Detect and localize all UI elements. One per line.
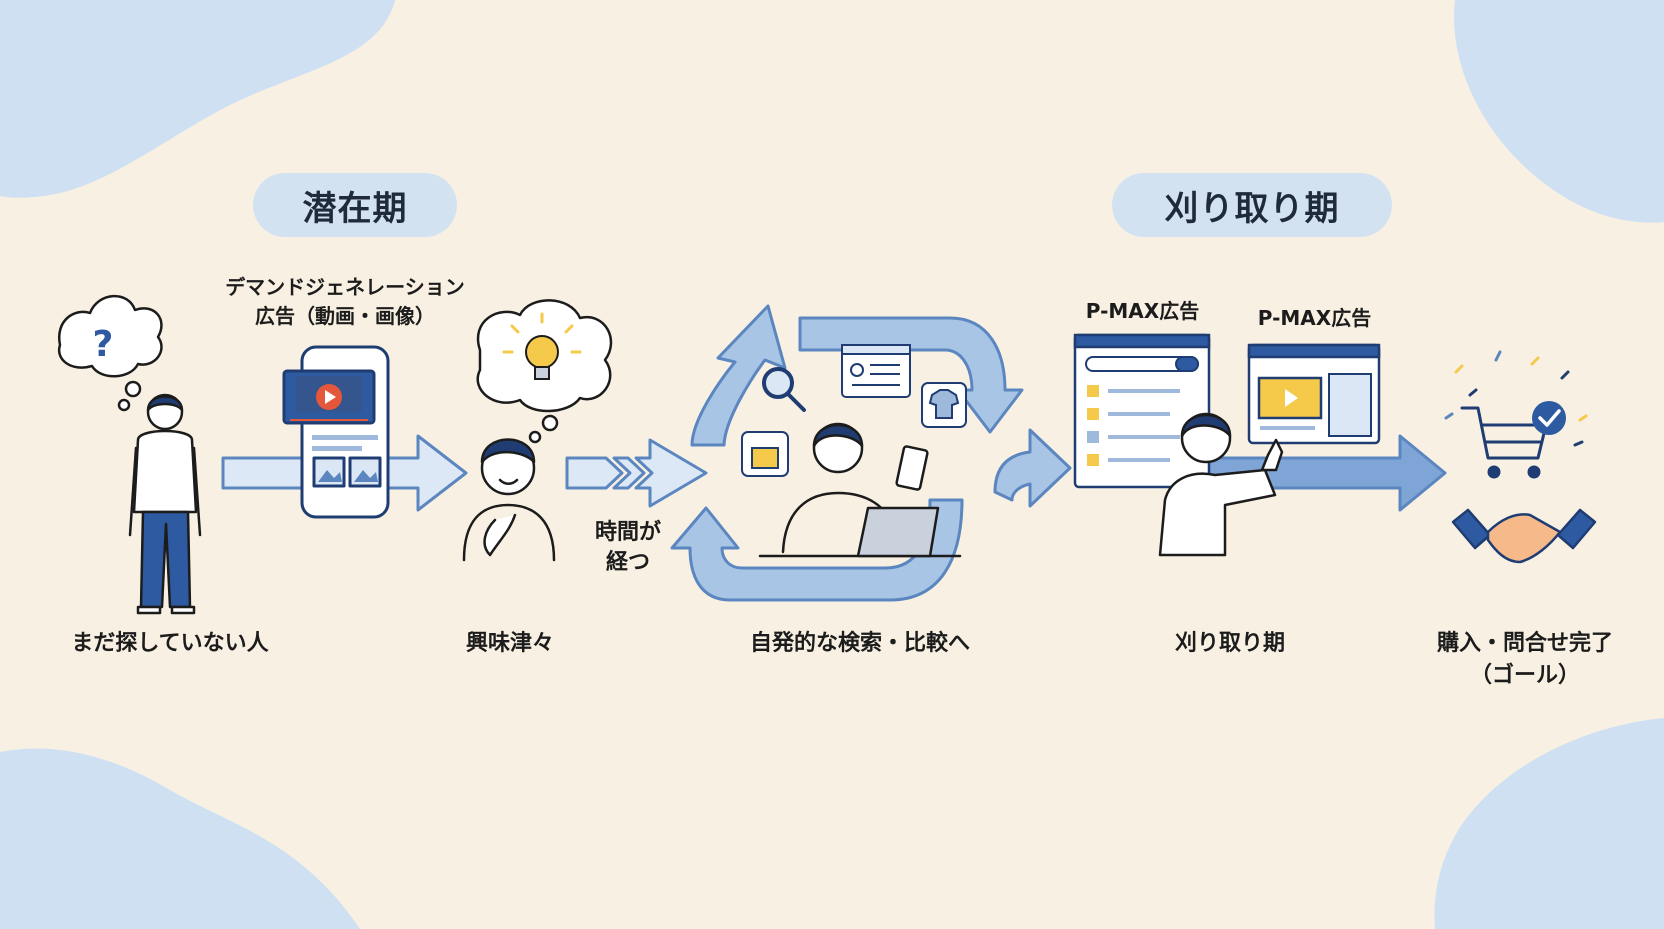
phase-pill-harvest: 刈り取り期 <box>1112 173 1392 237</box>
phase-harvest-label: 刈り取り期 <box>1164 188 1340 229</box>
time-passes-line1: 時間が <box>594 520 661 545</box>
pmax-ad-label-1: P-MAX広告 <box>1085 299 1200 323</box>
stage-label-goal: 購入・問合せ完了 （ゴール） <box>1405 628 1645 692</box>
person-interested <box>462 299 613 562</box>
phase-pill-latent: 潜在期 <box>253 173 457 237</box>
goal-line2: （ゴール） <box>1469 662 1580 688</box>
pmax-search-ad-window <box>1073 333 1211 489</box>
confetti <box>1444 350 1588 447</box>
corner-blob-top-right <box>1454 0 1664 223</box>
stage-label-harvest: 刈り取り期 <box>1174 631 1285 656</box>
time-passes-line2: 経つ <box>605 549 650 575</box>
demand-gen-ad-label: デマンドジェネレーション 広告（動画・画像） <box>205 273 485 331</box>
demand-gen-line2: 広告（動画・画像） <box>255 304 435 328</box>
stage-label-not-searching: まだ探していない人 <box>71 631 269 656</box>
handshake-icon <box>1451 508 1597 564</box>
stage-label-search-compare: 自発的な検索・比較へ <box>749 631 970 656</box>
person-harvest <box>1158 412 1284 557</box>
pmax-video-ad-window <box>1247 343 1381 445</box>
search-icon <box>762 367 806 412</box>
tshirt-icon <box>921 382 967 428</box>
pmax-ad-label-2: P-MAX広告 <box>1257 306 1372 330</box>
corner-blob-bottom-left <box>0 748 360 929</box>
corner-blob-bottom-right <box>1434 718 1664 929</box>
time-passes-label: 時間が 経つ <box>578 518 678 577</box>
shopping-bag-card <box>741 431 789 477</box>
question-icon: ? <box>93 324 114 365</box>
play-icon <box>316 384 342 410</box>
phone-demand-gen-ad <box>282 345 390 519</box>
person-searching <box>758 422 962 558</box>
goal-line1: 購入・問合せ完了 <box>1436 631 1613 656</box>
phase-latent-label: 潜在期 <box>302 188 408 229</box>
person-not-searching <box>57 294 202 615</box>
stage-label-interested: 興味津々 <box>465 631 554 656</box>
checkmark-icon <box>1532 401 1566 435</box>
demand-gen-line1: デマンドジェネレーション <box>225 275 465 299</box>
browser-search-window <box>841 344 911 398</box>
video-play-icon <box>1285 389 1298 407</box>
lightbulb-icon <box>502 312 582 380</box>
arrow-time-passes <box>565 438 708 508</box>
corner-blob-top-left <box>0 0 395 198</box>
